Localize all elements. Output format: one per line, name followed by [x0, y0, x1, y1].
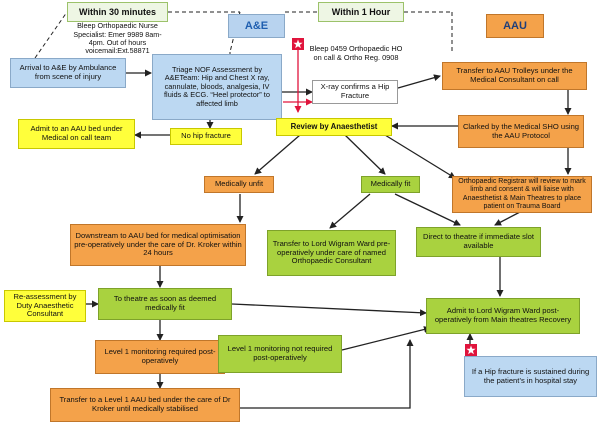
medically-fit-box: Medically fit	[361, 176, 420, 193]
transfer-level1-box: Transfer to a Level 1 AAU bed under the …	[50, 388, 240, 422]
admit-aau-bed-box: Admit to an AAU bed under Medical on cal…	[18, 119, 135, 149]
arrival-box: Arrival to A&E by Ambulance from scene o…	[10, 58, 126, 88]
xray-box: X-ray confirms a Hip Fracture	[312, 80, 398, 104]
admit-lord-wigram-box: Admit to Lord Wigram Ward post-operative…	[426, 298, 580, 334]
level1-required-box: Level 1 monitoring required post-operati…	[95, 340, 225, 374]
star-glyph-icon	[293, 39, 303, 49]
ortho-registrar-box: Orthopaedic Registrar will review to mar…	[452, 176, 592, 213]
flow-arrows	[86, 69, 572, 409]
bleep-nurse-box: Bleep Orthopaedic Nurse Specialist: Emer…	[66, 22, 169, 55]
header-within-30-minutes: Within 30 minutes	[67, 2, 168, 22]
transfer-lord-wigram-box: Transfer to Lord Wigram Ward pre-operati…	[267, 230, 396, 276]
bleep-ortho-box: Bleep 0459 Orthopaedic HO on call & Orth…	[304, 40, 408, 68]
header-aau: AAU	[486, 14, 544, 38]
transfer-aau-trolleys-box: Transfer to AAU Trolleys under the Medic…	[442, 62, 587, 90]
downstream-aau-box: Downstream to AAU bed for medical optimi…	[70, 224, 246, 266]
header-ae: A&E	[228, 14, 285, 38]
clarked-box: Clarked by the Medical SHO using the AAU…	[458, 115, 584, 148]
no-hip-fracture-box: No hip fracture	[170, 128, 242, 145]
review-anaesthetist-box: Review by Anaesthetist	[276, 118, 392, 136]
medically-unfit-box: Medically unfit	[204, 176, 274, 193]
urgent-arrows	[283, 50, 313, 113]
star-icon-urgent	[292, 38, 304, 50]
level1-not-required-box: Level 1 monitoring not required post-ope…	[218, 335, 342, 373]
to-theatre-box: To theatre as soon as deemed medically f…	[98, 288, 232, 320]
triage-box: Triage NOF Assessment by A&ETeam: Hip an…	[152, 54, 282, 120]
star-icon-inpatient	[465, 344, 477, 356]
header-within-1-hour: Within 1 Hour	[318, 2, 404, 22]
hip-fracture-inpatient-box: If a Hip fracture is sustained during th…	[464, 356, 597, 397]
star-glyph-icon	[466, 345, 476, 355]
reassessment-box: Re-assessment by Duty Anaesthetic Consul…	[4, 290, 86, 322]
direct-theatre-box: Direct to theatre if immediate slot avai…	[416, 227, 541, 257]
